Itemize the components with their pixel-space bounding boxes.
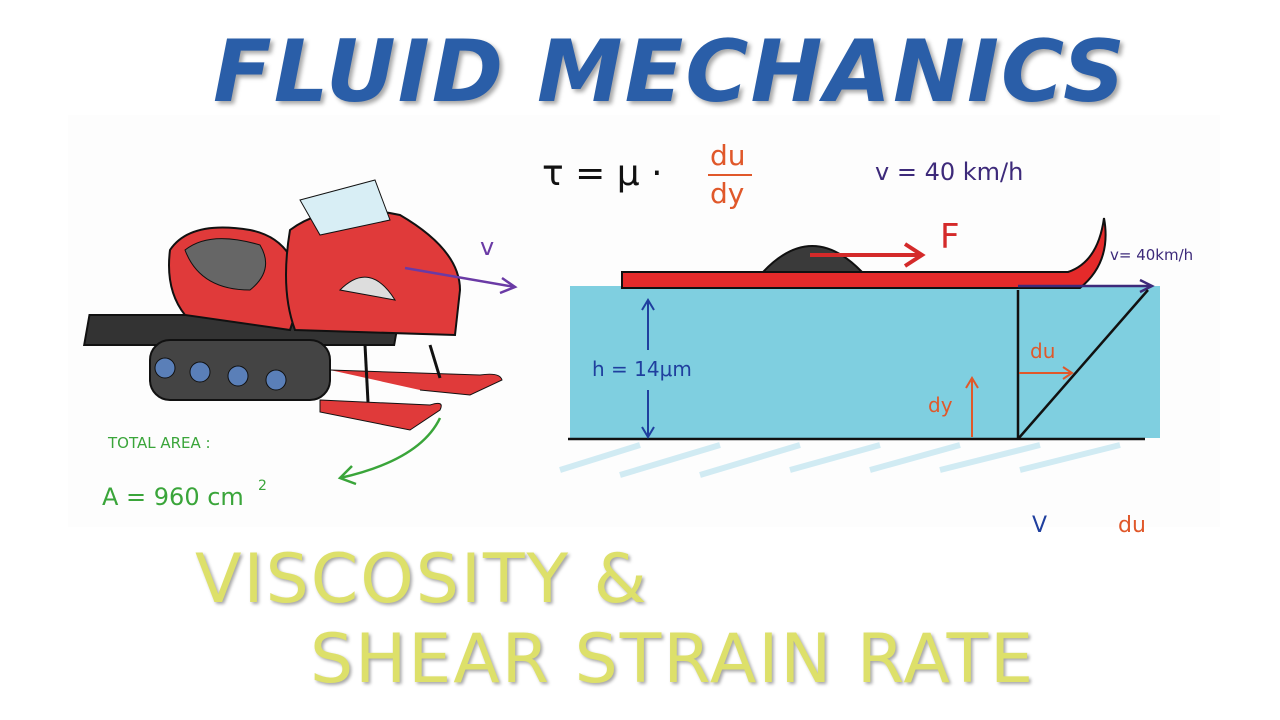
subtitle-line-2: SHEAR STRAIN RATE xyxy=(310,620,1036,699)
equation-tau: τ = μ · xyxy=(542,153,663,194)
height-label: h = 14μm xyxy=(592,357,692,381)
velocity-header: v = 40 km/h xyxy=(875,158,1023,186)
dy-arrow xyxy=(965,376,979,437)
fluid-layer xyxy=(570,286,1160,438)
force-arrow xyxy=(810,242,926,268)
equation-denominator: dy xyxy=(710,177,744,210)
force-label: F xyxy=(940,217,960,257)
snowmobile-velocity-arrow xyxy=(404,266,518,295)
ski-velocity-arrow xyxy=(1018,278,1155,294)
dy-label: dy xyxy=(928,393,953,417)
area-exponent: 2 xyxy=(258,478,267,494)
ground-hatching xyxy=(559,442,1121,478)
du-arrow xyxy=(1019,366,1074,380)
area-pointer-arrow xyxy=(337,417,442,486)
subtitle-line-1: VISCOSITY & xyxy=(195,540,649,619)
area-value: A = 960 cm xyxy=(102,483,244,511)
snowmobile-velocity-label: v xyxy=(480,233,494,261)
area-heading: TOTAL AREA : xyxy=(107,434,211,452)
du-label: du xyxy=(1030,339,1055,363)
weight-dome xyxy=(760,245,865,273)
partial-du: du xyxy=(1118,513,1146,538)
partial-v: V xyxy=(1032,513,1047,538)
ski xyxy=(621,217,1107,289)
title: FLUID MECHANICS xyxy=(213,22,1127,122)
snowmobile-illustration xyxy=(82,179,503,431)
velocity-profile xyxy=(1016,289,1149,440)
equation-numerator: du xyxy=(710,139,746,172)
height-arrow xyxy=(641,298,655,439)
ski-velocity-label: v= 40km/h xyxy=(1110,246,1193,264)
